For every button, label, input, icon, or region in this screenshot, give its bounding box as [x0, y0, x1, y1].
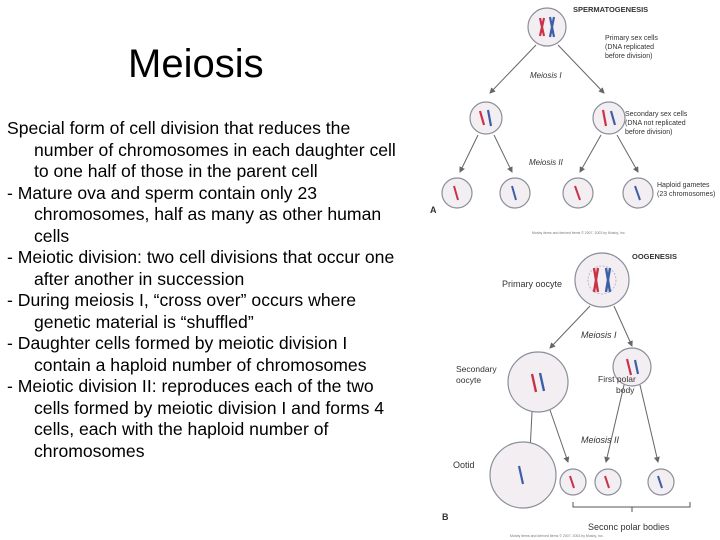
secondary-oocyte-label: Secondary oocyte [456, 364, 499, 385]
haploid-gamete [622, 177, 654, 209]
bullet-item: - Daughter cells formed by meiotic divis… [7, 333, 367, 375]
polar-bodies-bracket [572, 502, 691, 508]
haploid-gamete [441, 177, 473, 209]
second-polar-body [559, 468, 587, 496]
copyright-a: Mosby items and derived items © 2007, 20… [532, 231, 626, 235]
arrow [493, 134, 513, 173]
primary-sex-cell [527, 7, 567, 47]
bullet-item: - Mature ova and sperm contain only 23 c… [7, 182, 382, 246]
arrow [489, 44, 537, 94]
primary-sex-cells-label: Primary sex cells (DNA replicated before… [605, 35, 660, 60]
primary-oocyte-label: Primary oocyte [502, 279, 562, 289]
arrow [557, 44, 605, 94]
haploid-gamete [499, 177, 531, 209]
meiosis-1-label: Meiosis I [581, 330, 617, 340]
arrow [639, 384, 660, 463]
spermatogenesis-panel: SPERMATOGENESIS Primary sex cells (DNA r… [430, 5, 715, 235]
arrow [549, 305, 591, 349]
oogenesis-heading: OOGENESIS [632, 252, 677, 261]
meiosis-2-label: Meiosis II [581, 435, 620, 445]
copyright-b: Mosby items and derived items © 2007, 20… [510, 534, 604, 538]
secondary-sex-cell [592, 101, 626, 135]
arrow [549, 409, 570, 463]
bullet-list: Special form of cell division that reduc… [7, 118, 407, 462]
ootid-label: Ootid [453, 460, 475, 470]
bullet-item: Special form of cell division that reduc… [7, 118, 396, 181]
ootid-cell [489, 441, 557, 509]
arrow [604, 384, 625, 463]
bullet-item: - Meiotic division II: reproduces each o… [7, 376, 385, 461]
first-polar-body-label: First polar body [598, 374, 638, 395]
haploid-gamete [562, 177, 594, 209]
secondary-oocyte-cell [507, 351, 569, 413]
second-polar-bodies-label: Seconc polar bodies [588, 522, 670, 532]
oogenesis-panel: OOGENESIS Primary oocyte Meiosis I Secon… [442, 252, 691, 538]
second-polar-body [594, 468, 622, 496]
bullet-item: - During meiosis I, “cross over” occurs … [7, 290, 357, 332]
second-polar-body [647, 468, 675, 496]
haploid-gametes-label: Haploid gametes (23 chromosomes) [657, 182, 715, 198]
meiosis-2-label: Meiosis II [529, 158, 564, 167]
secondary-sex-cell [469, 101, 503, 135]
arrow [579, 134, 602, 173]
secondary-sex-cells-label: Secondary sex cells (DNA not replicated … [625, 111, 689, 136]
panel-b-letter: B [442, 512, 449, 522]
bullet-item: - Meiotic division: two cell divisions t… [7, 247, 395, 289]
arrow [459, 134, 479, 173]
slide-title: Meiosis [128, 42, 264, 86]
panel-a-letter: A [430, 205, 437, 215]
meiosis-1-label: Meiosis I [530, 71, 562, 80]
first-polar-body [612, 347, 652, 387]
primary-oocyte-cell [574, 252, 630, 308]
spermatogenesis-heading: SPERMATOGENESIS [573, 5, 648, 14]
arrow [613, 305, 633, 347]
meiosis-figure: SPERMATOGENESIS Primary sex cells (DNA r… [430, 5, 715, 538]
arrow [616, 134, 639, 173]
